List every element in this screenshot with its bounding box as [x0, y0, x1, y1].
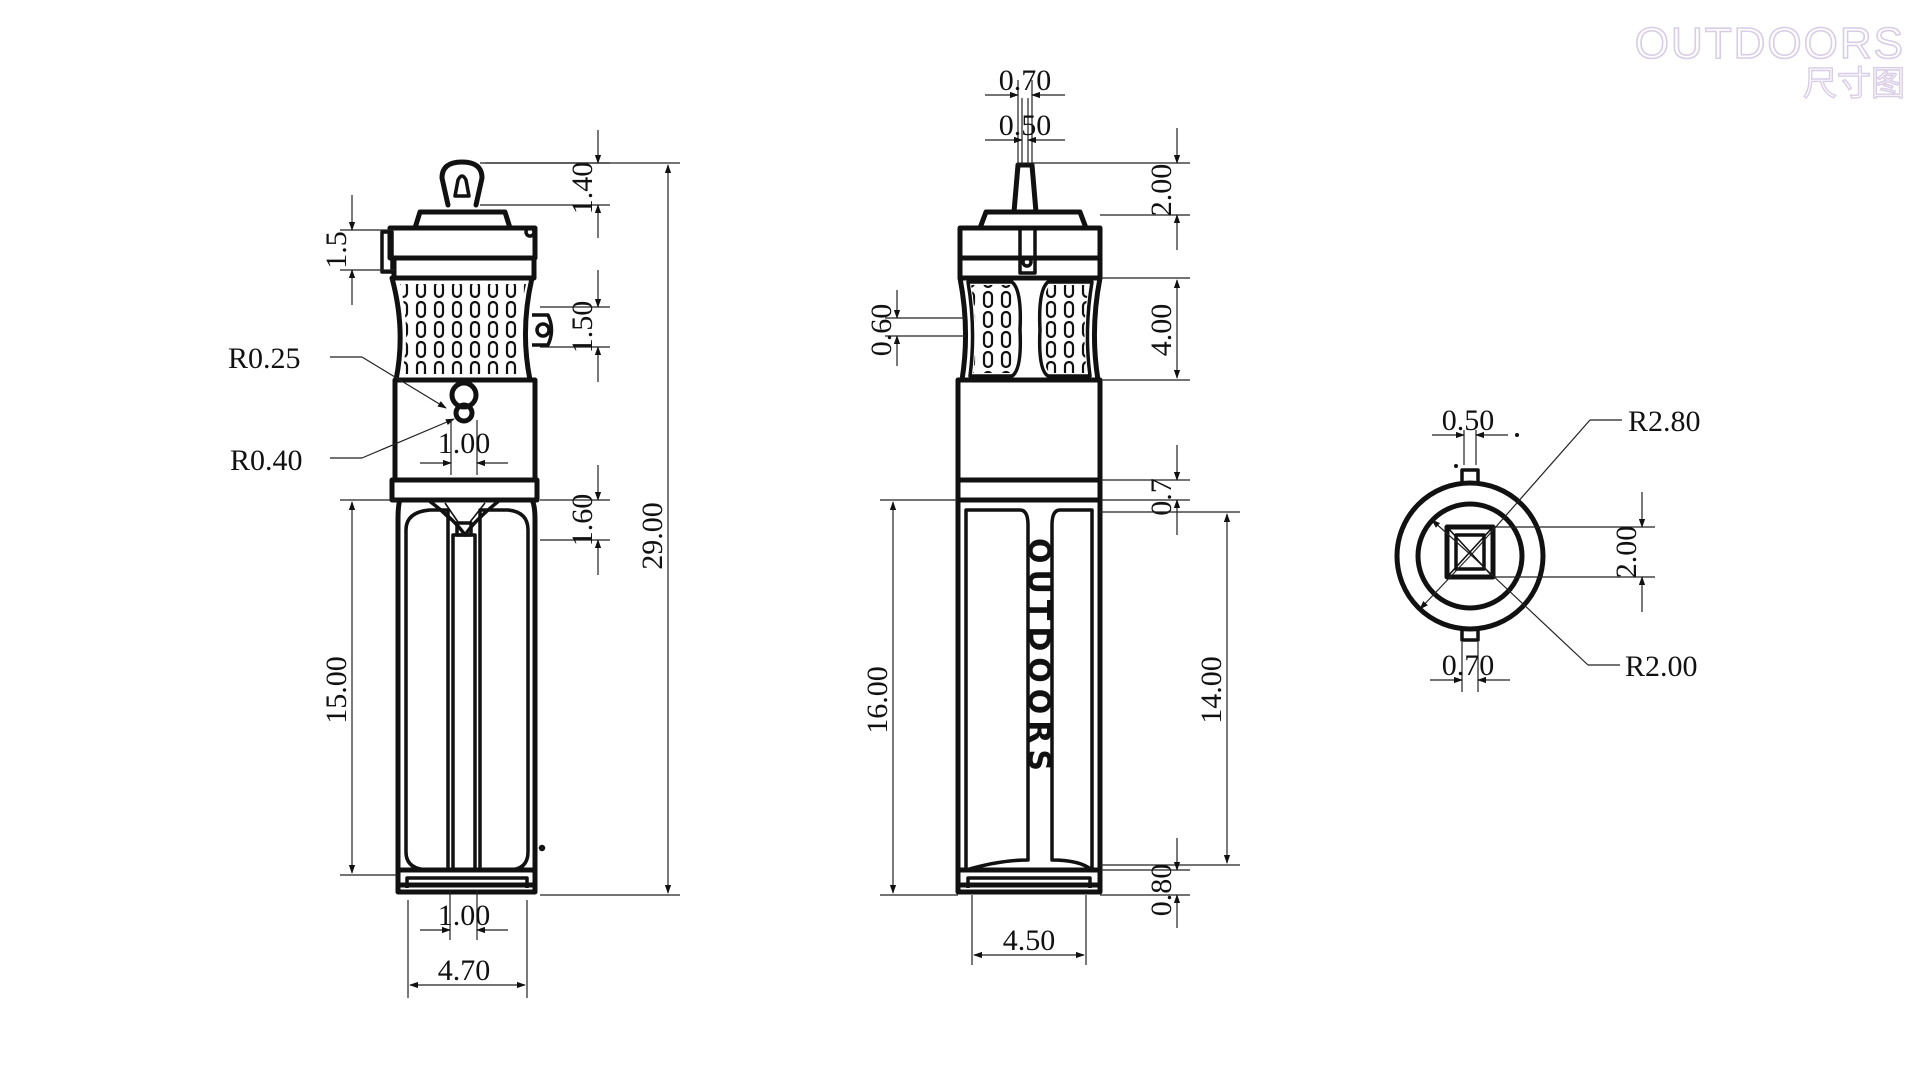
dim-spout-outer: 0.70	[999, 64, 1052, 97]
dim-grip-gap: 0.60	[865, 304, 898, 357]
front-logo-channel	[964, 508, 1030, 872]
spout	[1011, 162, 1039, 215]
neck	[389, 477, 540, 503]
dim-cap: 1.5	[320, 231, 353, 269]
dim-base-front: 0.80	[1145, 864, 1178, 917]
side-button	[532, 313, 554, 347]
front-cap-ring	[957, 225, 1103, 261]
top-square-outer	[1444, 524, 1496, 580]
dim-hole-width: 1.00	[438, 427, 491, 460]
center-rib	[451, 533, 477, 872]
front-upper-body	[955, 377, 1103, 483]
dim-neck-gap: 0.7	[1145, 478, 1178, 516]
cap-clip	[380, 230, 394, 274]
dim-grip-height: 4.00	[1145, 304, 1178, 357]
dim-width-front: 4.50	[1003, 924, 1056, 957]
dim-logo-height: 14.00	[1195, 656, 1228, 724]
dim-grip-band: 1.50	[566, 301, 599, 354]
collar	[391, 255, 537, 281]
front-cap-clip	[1018, 226, 1037, 275]
top-view: 0.50 R2.80 2.00 R2.00 0.70	[1394, 404, 1701, 692]
radius-large: R0.40	[230, 444, 303, 477]
watermark-subtitle: 尺寸图	[1803, 64, 1905, 104]
dim-tab-top: 0.50	[1442, 404, 1495, 437]
front-base	[955, 867, 1103, 895]
radius-inner: R2.00	[1625, 650, 1698, 683]
top-square-inner	[1454, 533, 1486, 571]
cap-loop	[439, 159, 485, 208]
watermark-brand: OUTDOORS	[1635, 19, 1905, 68]
top-outer-ring	[1394, 480, 1546, 632]
dim-spout-height: 2.00	[1145, 164, 1178, 217]
hole-small	[453, 402, 475, 424]
watermark: OUTDOORS 尺寸图	[1634, 18, 1906, 105]
front-logo-text: OUTDOORS	[1021, 538, 1056, 777]
front-view: OUTDOORS 0.70 0.50 2.00	[861, 64, 1240, 965]
dim-total-width: 4.70	[438, 954, 491, 987]
front-dimensions: 0.70 0.50 2.00 0.60 4.00	[861, 64, 1240, 965]
dim-square: 2.00	[1610, 526, 1643, 579]
dim-body-height: 15.00	[320, 656, 353, 724]
body	[395, 497, 538, 888]
dim-body-height-front: 16.00	[861, 666, 894, 734]
top-inner-ring	[1415, 501, 1525, 611]
dim-base-width: 1.00	[438, 899, 491, 932]
dim-tab-bottom: 0.70	[1442, 649, 1495, 682]
dim-total-height: 29.00	[636, 502, 669, 570]
base	[395, 867, 538, 895]
dim-spout-inner: 0.50	[999, 109, 1052, 142]
top-dimensions: 0.50 R2.80 2.00 R2.00 0.70	[1419, 404, 1701, 692]
front-neck	[955, 477, 1103, 503]
cap-loop-hole	[453, 174, 471, 198]
side-dimensions: 1.40 1.5 1.50 R0.25 R0.40 1.00	[228, 130, 680, 998]
dim-neck: 1.60	[566, 494, 599, 547]
bottom-tab	[1460, 627, 1480, 642]
radius-small: R0.25	[228, 342, 301, 375]
side-view: 1.40 1.5 1.50 R0.25 R0.40 1.00	[228, 130, 680, 998]
top-tab	[1460, 468, 1480, 485]
cap-ring	[387, 225, 538, 261]
radius-outer: R2.80	[1628, 405, 1701, 438]
dim-cap-loop: 1.40	[566, 162, 599, 215]
